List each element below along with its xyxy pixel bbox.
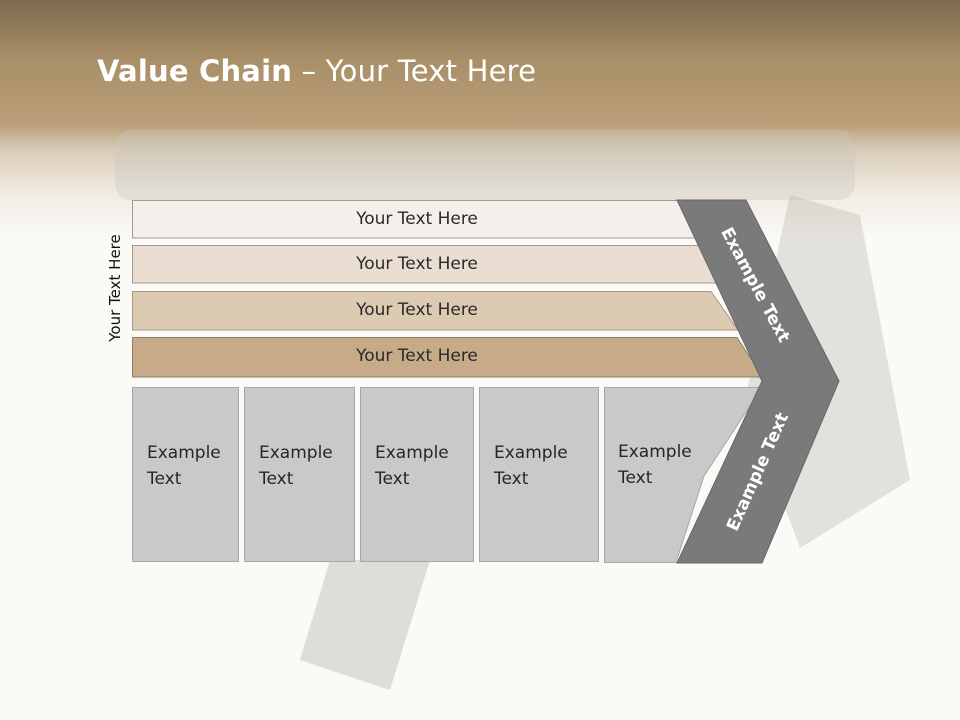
activity-box-4: Example Text [479, 387, 599, 562]
reflection: Example Text Example Text Example Text E… [0, 563, 960, 703]
activity-box-1: Example Text [132, 387, 239, 562]
title-rest: – Your Text Here [292, 54, 537, 88]
band-2-label: Your Text Here [356, 254, 478, 274]
band-4-label: Your Text Here [356, 346, 478, 366]
activity-box-1-label: Example Text [147, 443, 221, 489]
activity-box-5: Example Text [604, 387, 744, 562]
slide-title: Value Chain – Your Text Here [97, 54, 536, 88]
activity-box-2: Example Text [244, 387, 355, 562]
title-bold: Value Chain [97, 54, 293, 88]
band-1-label: Your Text Here [356, 209, 478, 229]
band-3-label: Your Text Here [356, 300, 478, 320]
activity-box-4-label: Example Text [494, 443, 568, 489]
activity-box-5-label: Example Text [618, 442, 692, 488]
activity-box-2-label: Example Text [259, 443, 333, 489]
activity-box-3: Example Text [360, 387, 474, 562]
activity-box-3-label: Example Text [375, 443, 449, 489]
